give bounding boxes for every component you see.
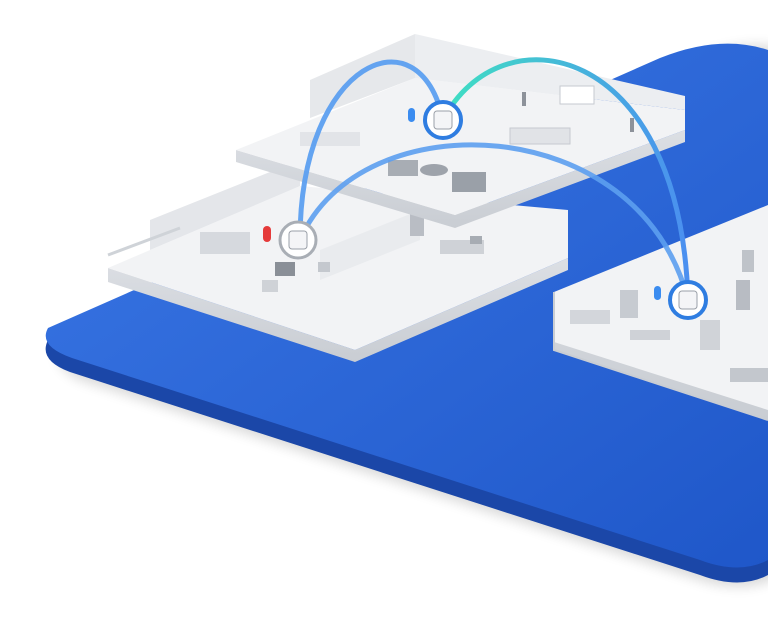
cabinet <box>620 290 638 318</box>
chair-middle <box>262 280 278 292</box>
counter <box>570 310 610 324</box>
link-middle-upper <box>297 59 446 243</box>
router-middle-icon <box>288 230 308 250</box>
floor-upper-side <box>236 130 685 228</box>
router-upper-icon <box>433 110 453 130</box>
node-upper-floor <box>408 100 463 140</box>
node-right-floor <box>654 280 708 320</box>
floor-right-top <box>554 205 768 410</box>
bookcase <box>736 280 750 310</box>
wall-divider <box>320 210 420 280</box>
floor-right <box>553 205 768 421</box>
lamp <box>522 92 526 106</box>
tv-stand <box>275 262 295 276</box>
table <box>630 330 670 340</box>
link-upper-right <box>440 57 691 303</box>
armchair <box>452 172 486 192</box>
stool <box>318 262 330 272</box>
round-table <box>420 164 448 176</box>
led-blue-icon <box>408 108 415 122</box>
shelf <box>700 320 720 350</box>
armchair-2 <box>388 160 418 176</box>
speaker <box>630 118 634 132</box>
router-right-icon <box>678 290 698 310</box>
led-blue-icon <box>654 286 661 300</box>
floor-middle-side <box>108 258 568 362</box>
chair <box>742 250 754 272</box>
sofa-upper <box>509 127 571 145</box>
sofa <box>730 368 768 382</box>
laptop <box>470 236 482 244</box>
bed <box>200 232 250 254</box>
led-red-icon <box>263 226 271 242</box>
wall-back <box>150 160 300 250</box>
link-middle-right <box>297 142 691 303</box>
tv <box>559 85 595 105</box>
counter-upper <box>300 132 360 146</box>
railing <box>107 226 181 257</box>
mesh-links <box>297 57 691 303</box>
wall-upper-right <box>415 34 685 110</box>
node-middle-floor <box>263 220 318 260</box>
